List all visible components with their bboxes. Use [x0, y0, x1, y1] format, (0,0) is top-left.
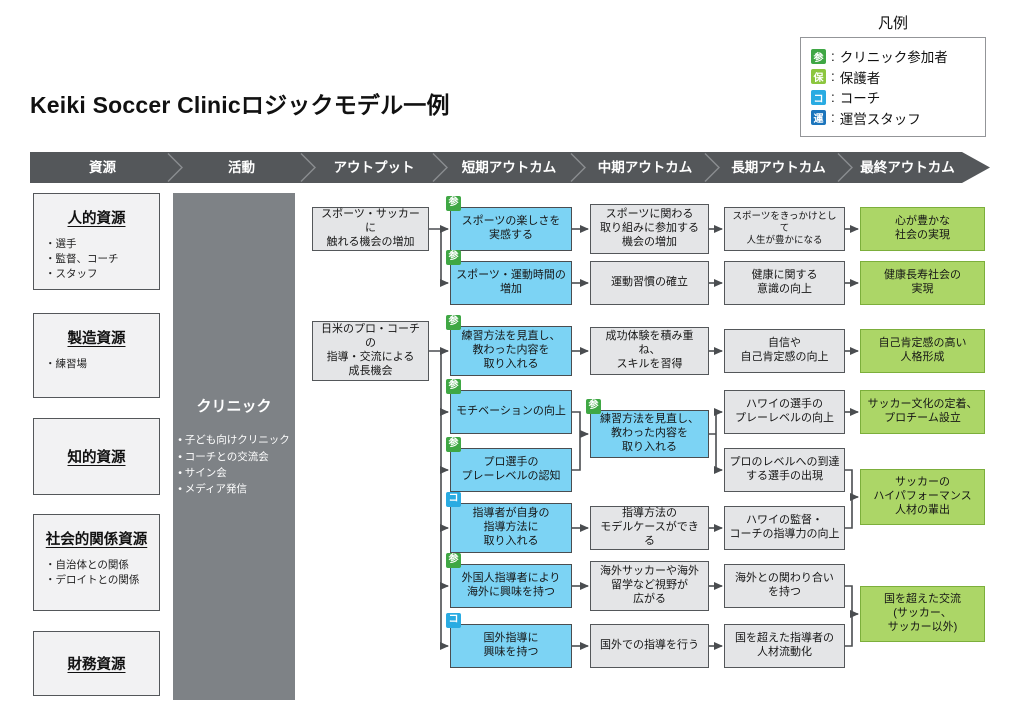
legend-label: クリニック参加者	[839, 50, 948, 65]
resource-title: 人的資源	[67, 211, 126, 227]
participant-badge-icon: 参	[446, 250, 461, 265]
long-term-box: ハワイの監督・ コーチの指導力の向上	[724, 506, 845, 550]
short-term-box: 参 スポーツ・運動時間の 増加	[446, 250, 572, 305]
header-segment-activities: 活動	[228, 160, 255, 175]
coach-badge-icon: コ	[811, 89, 826, 105]
mid-term-box: 指導方法の モデルケースができる	[590, 506, 709, 550]
long-term-box: スポーツをきっかけとして 人生が豊かになる	[724, 207, 845, 251]
final-outcome-box: サッカー文化の定着、 プロチーム設立	[860, 390, 985, 434]
legend-label: 保護者	[839, 70, 881, 86]
final-outcome-box: 自己肯定感の高い 人格形成	[860, 329, 985, 373]
short-term-box: 参 モチベーションの向上	[446, 379, 572, 434]
final-outcome-box: 国を超えた交流 (サッカー、 サッカー以外)	[860, 586, 985, 642]
participant-badge-icon: 参	[811, 48, 826, 64]
short-term-box: コ 国外指導に 興味を持つ	[446, 613, 572, 668]
resource-box-manufacturing: 製造資源 ・練習場	[33, 313, 160, 398]
activity-box-clinic: クリニック • 子ども向けクリニック • コーチとの交流会 • サイン会 • メ…	[173, 193, 295, 700]
long-term-box: 国を超えた指導者の 人材流動化	[724, 624, 845, 668]
header-segment-short-term: 短期アウトカム	[461, 160, 557, 175]
short-term-box: 参 練習方法を見直し、 教わった内容を 取り入れる	[446, 315, 572, 376]
participant-badge-icon: 参	[446, 315, 461, 330]
resource-title: 製造資源	[67, 331, 126, 347]
legend-box: 参 : クリニック参加者 保 : 保護者 コ : コーチ 運 : 運営スタッフ	[800, 37, 986, 137]
final-outcome-box: 健康長寿社会の 実現	[860, 261, 985, 305]
staff-badge-icon: 運	[811, 110, 826, 126]
resource-bullets: ・自治体との関係 ・デロイトとの関係	[45, 559, 140, 587]
resource-box-social: 社会的関係資源 ・自治体との関係 ・デロイトとの関係	[33, 514, 160, 611]
resource-box-human: 人的資源 ・選手 ・監督、コーチ ・スタッフ	[33, 193, 160, 290]
box-label: 指導者が自身の 指導方法に 取り入れる	[472, 507, 550, 547]
short-term-box: コ 指導者が自身の 指導方法に 取り入れる	[446, 492, 572, 553]
legend-title: 凡例	[877, 15, 908, 32]
participant-badge-icon: 参	[446, 196, 461, 211]
header-segment-mid-term: 中期アウトカム	[597, 160, 693, 175]
coach-badge-icon: コ	[446, 492, 461, 507]
coach-badge-icon: コ	[446, 613, 461, 628]
legend-row: コ : コーチ	[811, 87, 975, 107]
resource-title: 知的資源	[67, 450, 126, 466]
legend-separator: :	[831, 69, 835, 85]
box-label: 練習方法を見直し、 教わった内容を 取り入れる	[461, 330, 561, 370]
legend-label: 運営スタッフ	[839, 111, 921, 127]
mid-term-box: 成功体験を積み重ね、 スキルを習得	[590, 327, 709, 375]
header-segment-final: 最終アウトカム	[860, 160, 955, 175]
box-label: 練習方法を見直し、 教わった内容を 取り入れる	[600, 413, 699, 453]
legend-row: 運 : 運営スタッフ	[811, 108, 975, 128]
resource-title: 財務資源	[67, 657, 126, 673]
resource-bullets: ・選手 ・監督、コーチ ・スタッフ	[45, 238, 119, 281]
mid-term-box: 国外での指導を行う	[590, 624, 709, 668]
final-outcome-box: サッカーの ハイパフォーマンス 人材の輩出	[860, 469, 985, 525]
header-segment-resources: 資源	[89, 160, 116, 175]
resource-box-financial: 財務資源	[33, 631, 160, 696]
long-term-box: 自信や 自己肯定感の向上	[724, 329, 845, 373]
legend-row: 保 : 保護者	[811, 67, 975, 87]
box-label: スポーツの楽しさを 実感する	[461, 215, 561, 241]
output-box: スポーツ・サッカーに 触れる機会の増加	[312, 207, 429, 251]
short-term-box: 参 外国人指導者により 海外に興味を持つ	[446, 553, 572, 608]
header-segment-output: アウトプット	[333, 160, 415, 175]
mid-term-box: 参 練習方法を見直し、 教わった内容を 取り入れる	[586, 399, 709, 458]
legend-label: コーチ	[839, 91, 881, 107]
participant-badge-icon: 参	[586, 399, 601, 414]
activity-bullets: • 子ども向けクリニック • コーチとの交流会 • サイン会 • メディア発信	[178, 434, 290, 496]
box-label: 国外指導に 興味を持つ	[483, 632, 539, 658]
long-term-box: 海外との関わり合い を持つ	[724, 564, 845, 608]
resource-box-intellectual: 知的資源	[33, 418, 160, 495]
activity-title: クリニック	[196, 398, 272, 416]
long-term-box: プロのレベルへの到達 する選手の出現	[724, 448, 845, 492]
guardian-badge-icon: 保	[811, 69, 826, 85]
long-term-box: ハワイの選手の プレーレベルの向上	[724, 390, 845, 434]
participant-badge-icon: 参	[446, 553, 461, 568]
legend-separator: :	[831, 89, 835, 105]
final-outcome-box: 心が豊かな 社会の実現	[860, 207, 985, 251]
participant-badge-icon: 参	[446, 437, 461, 452]
resource-title: 社会的関係資源	[45, 532, 148, 548]
legend-separator: :	[831, 48, 835, 64]
box-label: モチベーションの向上	[456, 405, 566, 418]
output-box: 日米のプロ・コーチの 指導・交流による 成長機会	[312, 321, 429, 381]
short-term-box: 参 スポーツの楽しさを 実感する	[446, 196, 572, 251]
box-label: スポーツ・運動時間の 増加	[456, 269, 566, 295]
mid-term-box: スポーツに関わる 取り組みに参加する 機会の増加	[590, 204, 709, 254]
resource-bullets: ・練習場	[45, 358, 87, 370]
legend-separator: :	[831, 110, 835, 126]
box-label: プロ選手の プレーレベルの認知	[461, 456, 561, 482]
mid-term-box: 海外サッカーや海外 留学など視野が 広がる	[590, 561, 709, 611]
short-term-box: 参 プロ選手の プレーレベルの認知	[446, 437, 572, 492]
box-label: 外国人指導者により 海外に興味を持つ	[461, 572, 561, 598]
legend-row: 参 : クリニック参加者	[811, 46, 975, 66]
page-title: Keiki Soccer Clinicロジックモデル一例	[30, 92, 450, 118]
header-segment-long-term: 長期アウトカム	[731, 160, 826, 175]
long-term-box: 健康に関する 意識の向上	[724, 261, 845, 305]
participant-badge-icon: 参	[446, 379, 461, 394]
mid-term-box: 運動習慣の確立	[590, 261, 709, 305]
